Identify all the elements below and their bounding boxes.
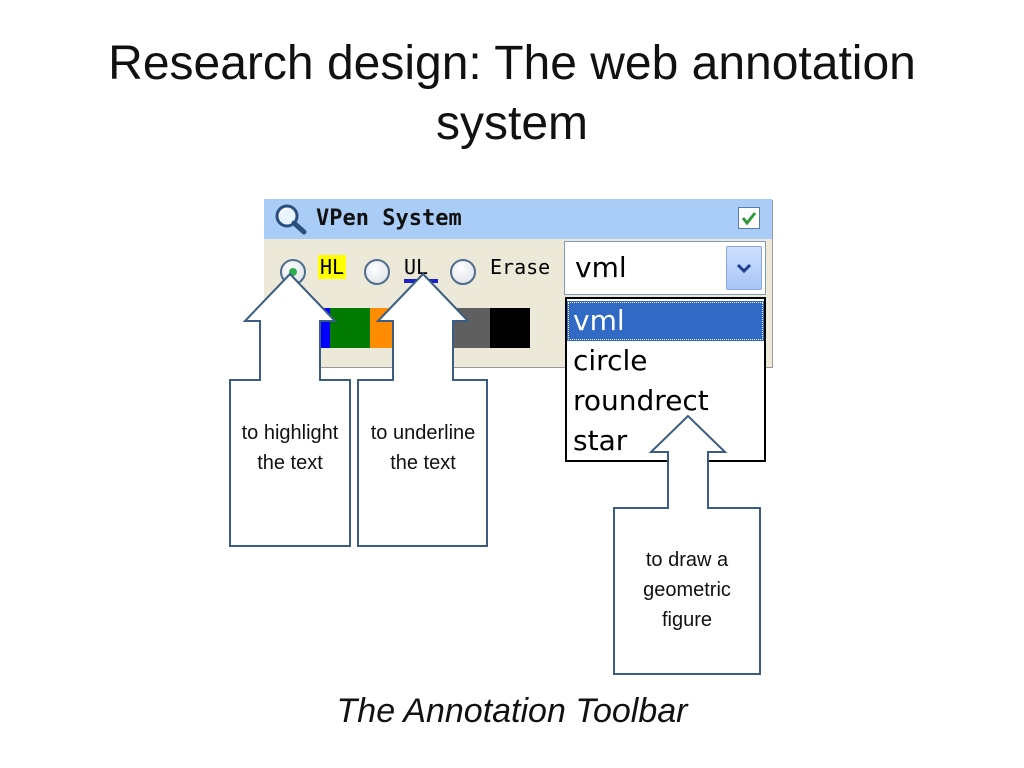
geometric-callout-shape	[613, 414, 761, 675]
radio-selected-dot	[289, 268, 297, 276]
window-titlebar: VPen System	[264, 199, 772, 239]
color-swatch-black[interactable]	[490, 308, 530, 348]
dropdown-option-star[interactable]: star	[573, 424, 628, 457]
window-title: VPen System	[316, 206, 462, 231]
geometric-callout-text: to draw a geometric figure	[643, 549, 731, 631]
chevron-down-icon[interactable]	[726, 246, 762, 290]
mode-row: HL UL Erase	[264, 239, 772, 301]
hl-label: HL	[318, 255, 347, 279]
magnifier-icon	[275, 204, 307, 235]
slide-title: Research design: The web annotation syst…	[108, 37, 916, 150]
highlight-callout-shape	[229, 272, 351, 547]
underline-callout-shape	[357, 272, 488, 547]
slide-caption: The Annotation Toolbar	[336, 692, 688, 730]
shape-select[interactable]: vml	[564, 241, 766, 295]
radio-erase[interactable]	[450, 259, 476, 285]
highlight-callout-text: to highlight the text	[241, 422, 339, 474]
shape-select-value: vml	[575, 251, 627, 284]
shape-dropdown-list: vml circle roundrect star	[565, 297, 766, 462]
color-swatch-green[interactable]	[330, 308, 370, 348]
dropdown-option-vml[interactable]: vml	[567, 301, 764, 341]
erase-label: Erase	[490, 255, 551, 279]
dropdown-option-roundrect[interactable]: roundrect	[573, 384, 709, 417]
underline-callout-text: to underline the text	[370, 422, 476, 474]
radio-ul[interactable]	[364, 259, 390, 285]
checkbox-check-icon[interactable]	[738, 207, 760, 229]
dropdown-option-circle[interactable]: circle	[573, 344, 648, 377]
